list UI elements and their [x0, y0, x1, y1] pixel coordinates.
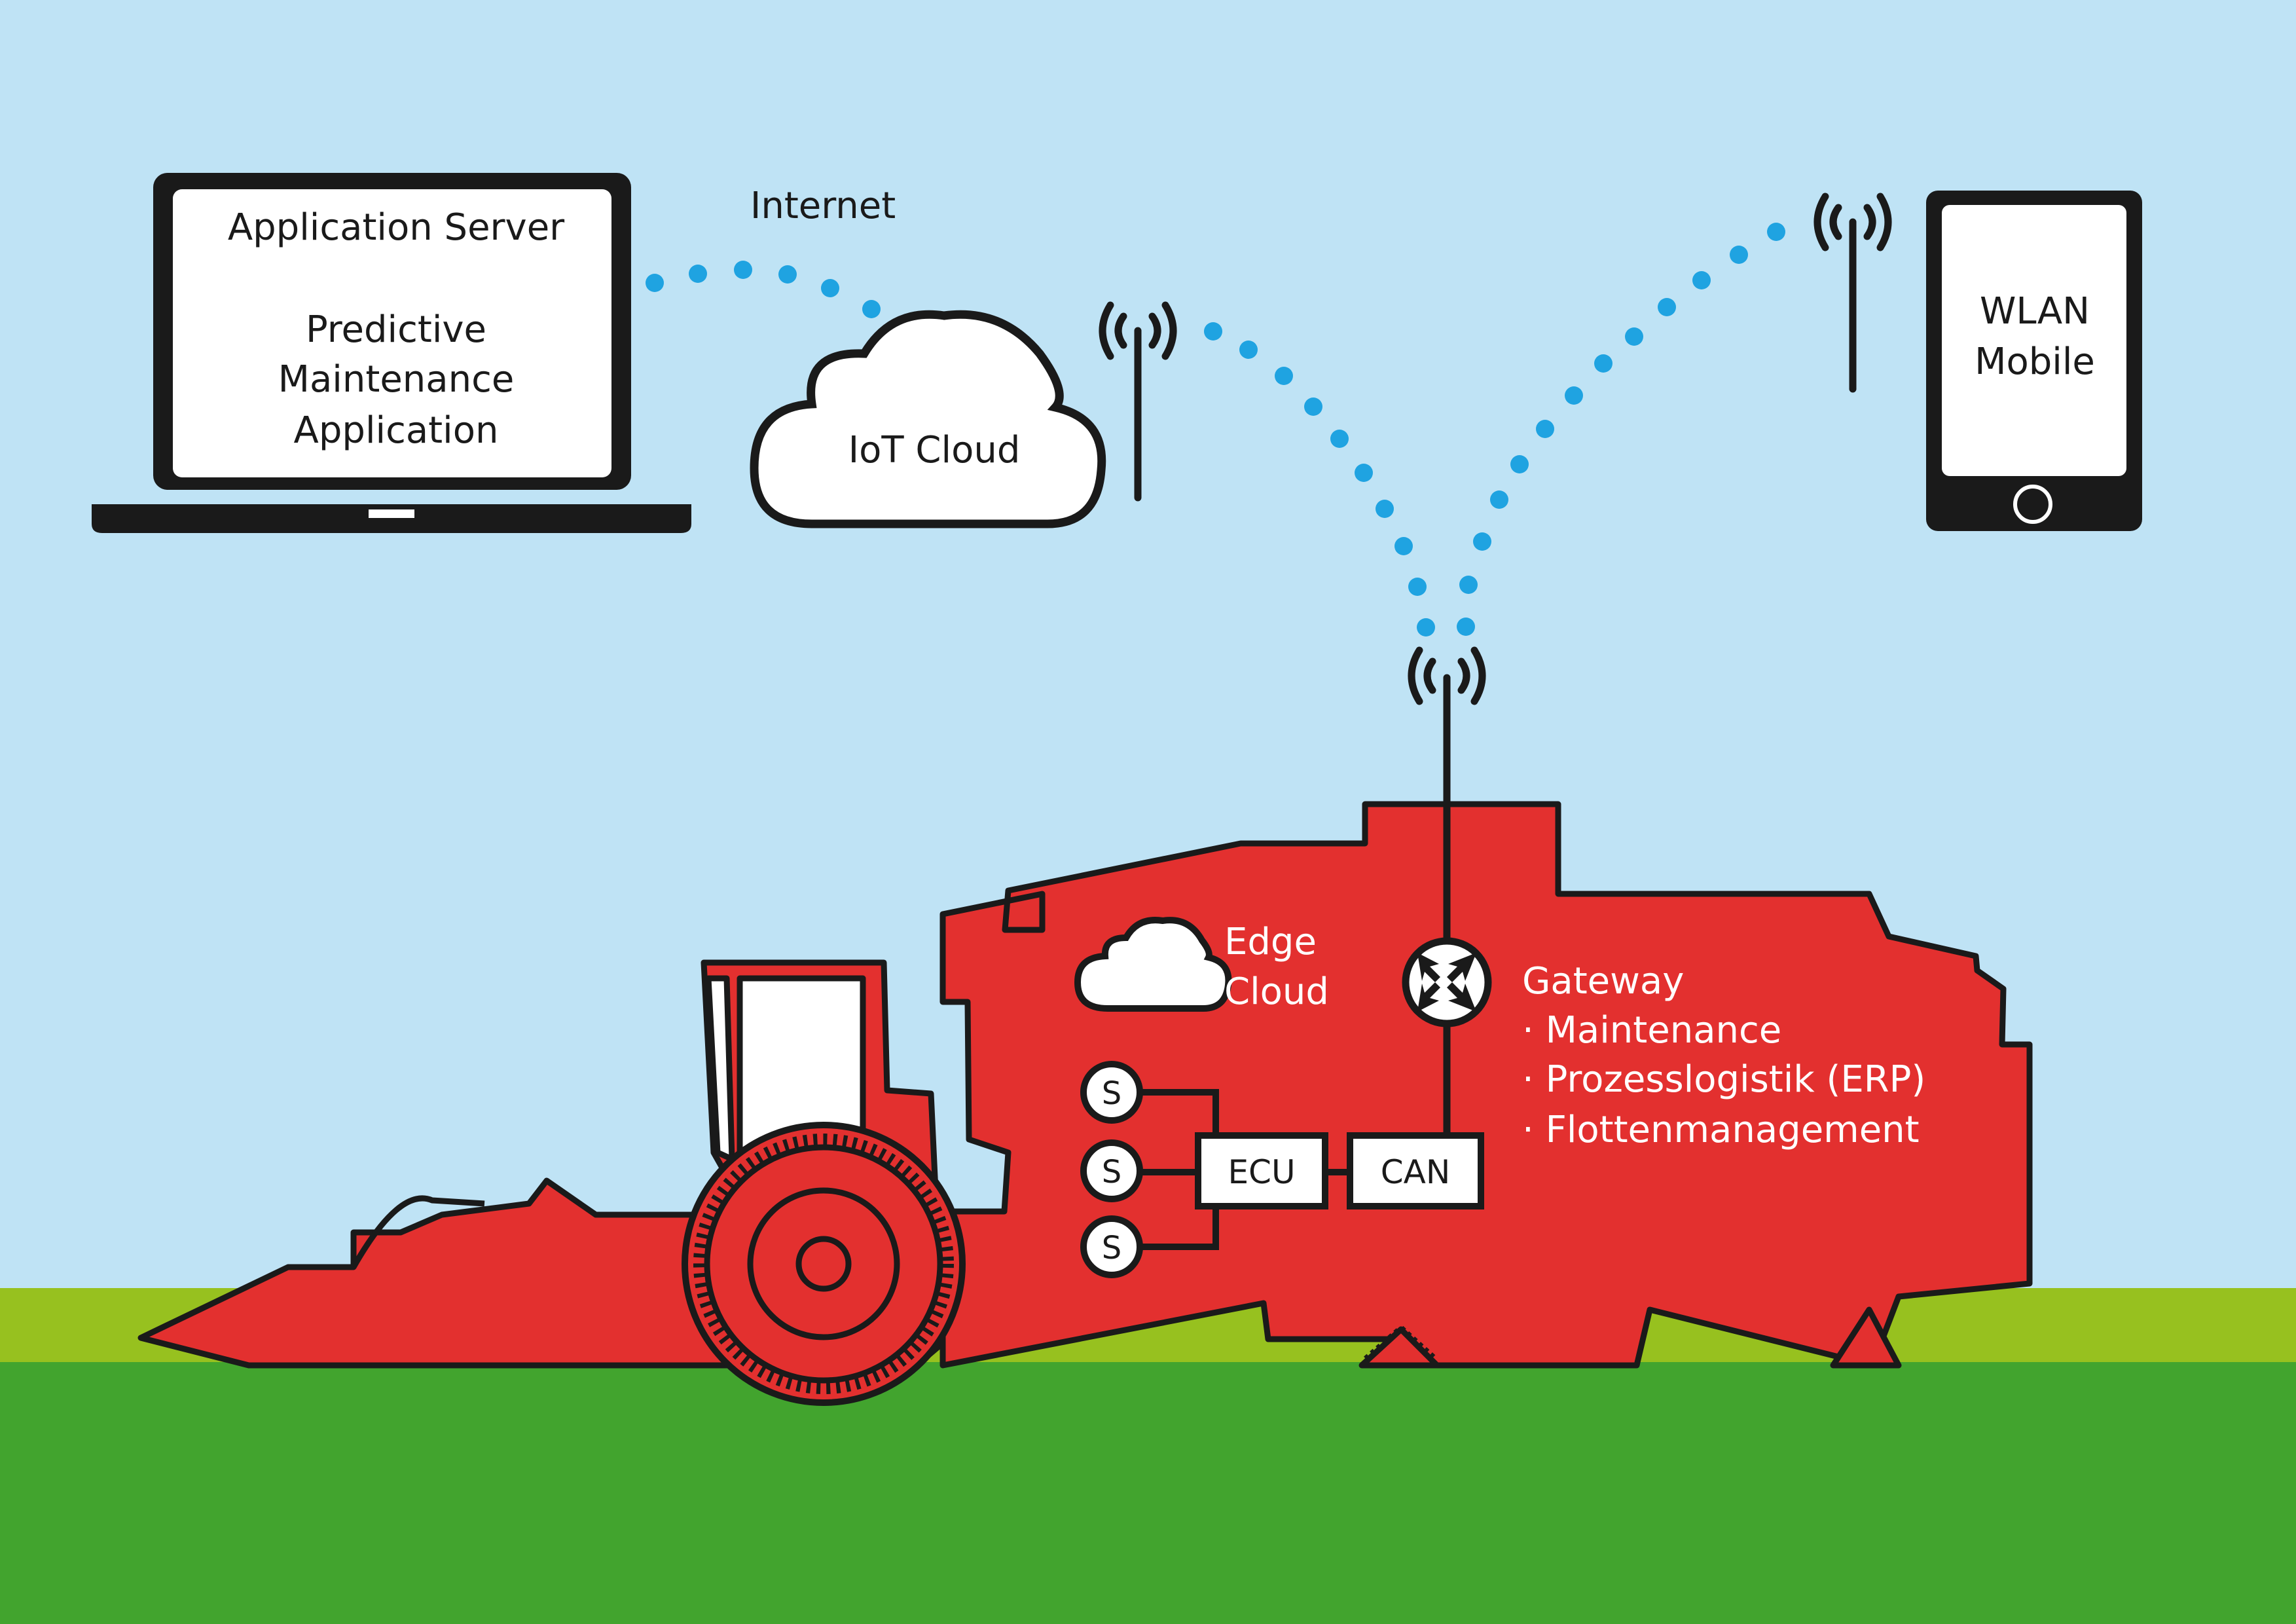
antenna-icon [1408, 646, 1486, 960]
header-hood [351, 1195, 485, 1269]
sensor-s-3: S [1080, 1215, 1143, 1278]
ecu-box: ECU [1195, 1132, 1328, 1209]
edge-cloud-line-1: Edge [1224, 921, 1317, 963]
gateway-title: Gateway [1522, 960, 1684, 1003]
gateway-item-3: · Flottenmanagement [1522, 1109, 1920, 1151]
app-line-2: Maintenance [278, 358, 515, 401]
link-laptop-to-cloud [646, 261, 881, 318]
gateway-item-1: · Maintenance [1522, 1009, 1781, 1052]
cloud-icon [750, 310, 1106, 528]
laptop-icon [92, 173, 691, 533]
sensor-label: S [1102, 1230, 1121, 1266]
iot-cloud-label: IoT Cloud [848, 429, 1021, 471]
link-antenna-to-machine [1204, 322, 1435, 637]
dotted-links [646, 223, 1785, 637]
app-line-1: Predictive [306, 308, 486, 351]
gateway-item-2: · Prozesslogistik (ERP) [1522, 1058, 1925, 1101]
edge-cloud-icon [1074, 917, 1232, 1012]
gateway-icon [1402, 937, 1492, 1027]
track-right [1830, 1306, 1902, 1369]
ecu-label: ECU [1228, 1153, 1295, 1191]
sensor-label: S [1102, 1075, 1121, 1112]
antenna-icon [1813, 193, 1892, 393]
edge-cloud-line-2: Cloud [1224, 970, 1329, 1013]
application-server-label: Application Server [228, 206, 565, 249]
mobile-line-2: Mobile [1975, 341, 2095, 383]
can-box: CAN [1347, 1132, 1484, 1209]
internet-label: Internet [750, 185, 896, 227]
antenna-icon [1099, 301, 1177, 502]
sensor-s-2: S [1080, 1139, 1143, 1202]
mobile-line-1: WLAN [1980, 290, 2090, 333]
link-mobile-to-machine [1457, 223, 1785, 636]
app-line-3: Application [294, 409, 499, 452]
sensor-s-1: S [1080, 1061, 1143, 1124]
can-label: CAN [1381, 1153, 1451, 1191]
grass-near [0, 1362, 2296, 1624]
sensor-label: S [1102, 1154, 1121, 1190]
mobile-phone-icon [1926, 191, 2142, 531]
